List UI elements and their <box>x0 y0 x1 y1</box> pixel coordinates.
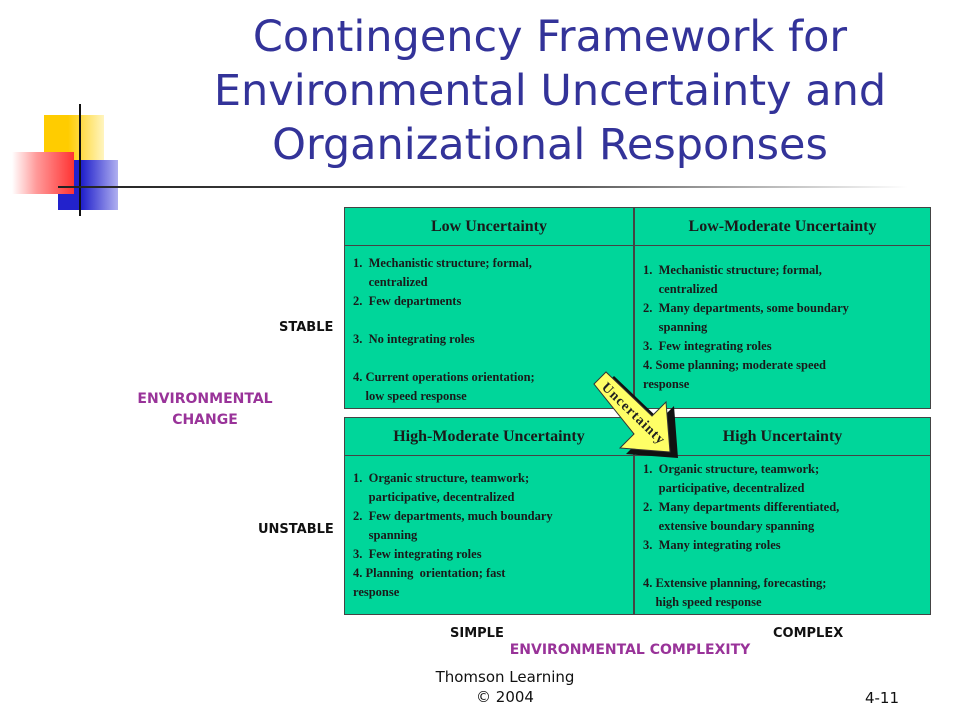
quadrant-item-line: 3. Few integrating roles <box>643 339 772 353</box>
environmental-change-label: ENVIRONMENTAL CHANGE <box>120 389 290 431</box>
complex-label: COMPLEX <box>773 626 844 641</box>
quadrant-item-line: 1. Organic structure, teamwork; <box>353 471 530 485</box>
quadrant-item-line: participative, decentralized <box>353 490 515 504</box>
unstable-label: UNSTABLE <box>258 522 334 537</box>
quadrant-item-line: 3. No integrating roles <box>353 332 475 346</box>
environmental-complexity-label: ENVIRONMENTAL COMPLEXITY <box>509 642 751 658</box>
quadrant-item-line: 3. Few integrating roles <box>353 547 482 561</box>
quadrant-item-line: 2. Few departments, much boundary <box>353 509 553 523</box>
quadrant-items: 1. Mechanistic structure; formal, centra… <box>353 254 627 406</box>
quadrant-item-line: 1. Organic structure, teamwork; <box>643 462 820 476</box>
quadrant-item-line: 2. Few departments <box>353 294 462 308</box>
quadrant-item-line: 1. Mechanistic structure; formal, <box>643 263 822 277</box>
quadrant-low-uncertainty: Low Uncertainty 1. Mechanistic structure… <box>344 207 634 409</box>
stable-label: STABLE <box>279 320 334 335</box>
quadrant-items: 1. Organic structure, teamwork; particip… <box>643 460 924 612</box>
quadrant-item-line: response <box>353 585 400 599</box>
simple-label: SIMPLE <box>450 626 504 641</box>
quadrant-item-line: low speed response <box>353 389 467 403</box>
quadrant-item-line: participative, decentralized <box>643 481 805 495</box>
quadrant-item-line <box>353 349 627 368</box>
quadrant-low-moderate-uncertainty: Low-Moderate Uncertainty 1. Mechanistic … <box>634 207 931 409</box>
quadrant-heading: Low-Moderate Uncertainty <box>635 208 930 246</box>
decorative-vertical-line <box>79 104 81 216</box>
quadrant-item-line: extensive boundary spanning <box>643 519 815 533</box>
quadrant-item-line: 3. Many integrating roles <box>643 538 781 552</box>
quadrant-item-line <box>353 311 627 330</box>
quadrant-item-line <box>643 555 924 574</box>
quadrant-heading: High-Moderate Uncertainty <box>345 418 633 456</box>
quadrant-item-line: 4. Planning orientation; fast <box>353 566 506 580</box>
quadrant-item-line: 2. Many departments differentiated, <box>643 500 840 514</box>
quadrant-item-line: spanning <box>353 528 418 542</box>
quadrant-item-line: 4. Current operations orientation; <box>353 370 535 384</box>
quadrant-item-line: high speed response <box>643 595 762 609</box>
slide-number: 4-11 <box>864 689 900 707</box>
publisher-line2: © 2004 <box>476 688 534 706</box>
environmental-change-line1: ENVIRONMENTAL <box>137 391 273 407</box>
slide-title: Contingency Framework for Environmental … <box>213 12 887 170</box>
quadrant-heading: High Uncertainty <box>635 418 930 456</box>
publisher-line1: Thomson Learning <box>435 668 575 686</box>
quadrant-heading: Low Uncertainty <box>345 208 633 246</box>
quadrant-item-line: 1. Mechanistic structure; formal, <box>353 256 532 270</box>
quadrant-item-line: centralized <box>643 282 718 296</box>
title-underline <box>58 186 908 188</box>
quadrant-items: 1. Mechanistic structure; formal, centra… <box>643 261 924 394</box>
quadrant-item-line: response <box>643 377 690 391</box>
quadrant-item-line: centralized <box>353 275 428 289</box>
arrow-body-icon <box>593 371 671 453</box>
quadrant-high-moderate-uncertainty: High-Moderate Uncertainty 1. Organic str… <box>344 417 634 615</box>
quadrant-high-uncertainty: High Uncertainty 1. Organic structure, t… <box>634 417 931 615</box>
environmental-change-line2: CHANGE <box>172 412 238 428</box>
quadrant-item-line: spanning <box>643 320 708 334</box>
uncertainty-arrow: Uncertainty <box>593 371 678 458</box>
quadrant-item-line: 2. Many departments, some boundary <box>643 301 849 315</box>
publisher-credit: Thomson Learning © 2004 <box>410 667 600 707</box>
quadrant-items: 1. Organic structure, teamwork; particip… <box>353 469 627 602</box>
quadrant-item-line: 4. Extensive planning, forecasting; <box>643 576 827 590</box>
quadrant-item-line: 4. Some planning; moderate speed <box>643 358 826 372</box>
